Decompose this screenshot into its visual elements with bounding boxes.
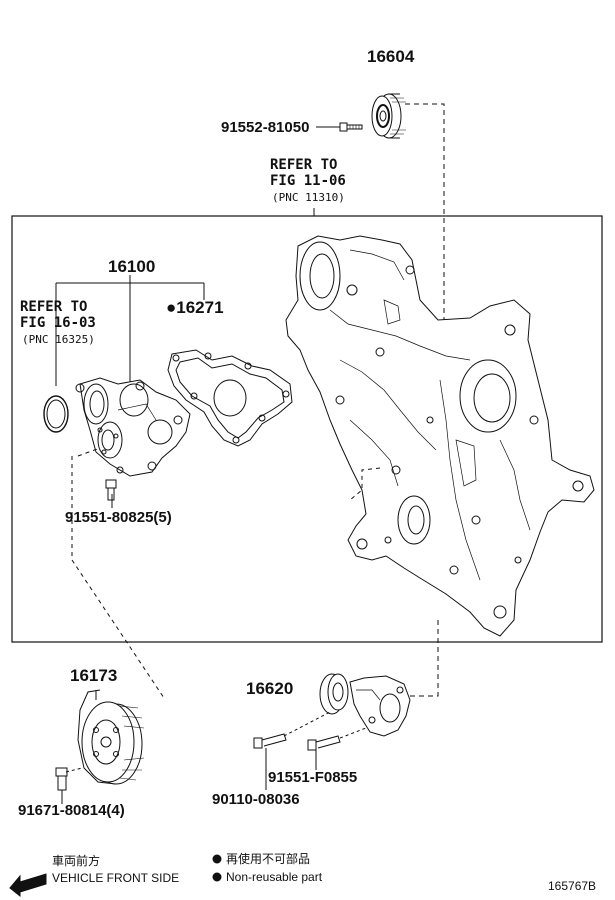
part-number-91551-80825[interactable]: 91551-80825(5) — [65, 509, 172, 526]
gasket-16271 — [167, 349, 293, 447]
part-number-16604[interactable]: 16604 — [367, 47, 415, 66]
legend-nonreuse-jp: 再使用不可部品 — [226, 852, 311, 866]
part-number-16100[interactable]: 16100 — [108, 257, 156, 276]
part-number-91552-81050[interactable]: 91552-81050 — [221, 119, 310, 136]
o-ring — [43, 395, 69, 433]
diagram-code: 165767B — [548, 879, 597, 893]
legend-front-en: VEHICLE FRONT SIDE — [52, 871, 180, 885]
vehicle-front-arrow — [9, 873, 47, 898]
bolt-91671-80814 — [55, 767, 83, 804]
part-number-16271[interactable]: ●16271 — [166, 298, 224, 317]
idler-pulley-16604 — [371, 93, 406, 139]
bolt-90110-08036 — [253, 711, 331, 790]
assembly-frame — [11, 215, 603, 643]
timing-chain-cover — [285, 235, 595, 637]
bolt-91551-80825 — [105, 479, 117, 508]
refer-fig-11-line1: REFER TO — [270, 157, 338, 173]
refer-fig-16-line2[interactable]: FIG 16-03 — [20, 315, 96, 331]
refer-fig-11-line3: (PNC 11310) — [272, 191, 345, 204]
part-number-91551-F0855[interactable]: 91551-F0855 — [268, 769, 358, 786]
refer-fig-16-line3: (PNC 16325) — [22, 333, 95, 346]
non-reusable-bullet — [212, 854, 222, 864]
legend-front-jp: 車両前方 — [52, 854, 101, 868]
legend-nonreuse-en: Non-reusable part — [226, 870, 323, 884]
part-number-16620[interactable]: 16620 — [246, 679, 294, 698]
part-number-90110-08036[interactable]: 90110-08036 — [212, 791, 300, 808]
refer-fig-16-line1: REFER TO — [20, 299, 88, 315]
tensioner-16620 — [319, 673, 411, 737]
refer-fig-11-line2[interactable]: FIG 11-06 — [270, 173, 346, 189]
bolt-91552-81050 — [316, 122, 363, 132]
water-pump-16100 — [75, 377, 191, 477]
bolt-91551-F0855 — [307, 727, 367, 770]
part-number-91671-80814[interactable]: 91671-80814(4) — [18, 802, 125, 819]
part-number-16173[interactable]: 16173 — [70, 666, 118, 685]
water-pump-pulley-16173 — [77, 689, 145, 785]
